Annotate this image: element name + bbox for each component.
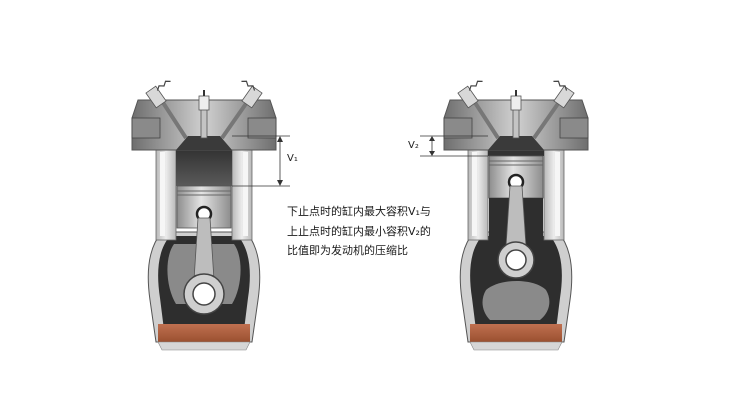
spark-plug bbox=[510, 90, 522, 139]
exhaust-valve bbox=[532, 80, 575, 140]
v2-dimension bbox=[420, 135, 488, 157]
combustion-volume-v2 bbox=[488, 150, 544, 156]
cylinder-wall-left bbox=[155, 147, 177, 241]
oil-sump bbox=[158, 324, 250, 342]
intake-valve bbox=[457, 80, 500, 140]
caption-line-1: 下止点时的缸内最大容积V₁与 bbox=[287, 205, 431, 218]
spark-plug bbox=[198, 90, 210, 139]
intake-valve bbox=[145, 80, 188, 140]
engine-bdc: V₁ bbox=[131, 80, 298, 351]
cylinder-wall-right bbox=[543, 147, 565, 241]
connecting-rod bbox=[193, 217, 215, 281]
v1-label: V₁ bbox=[287, 153, 298, 164]
caption-line-3: 比值即为发动机的压缩比 bbox=[287, 244, 408, 257]
cylinder-wall-right bbox=[231, 147, 253, 241]
connecting-rod bbox=[505, 185, 527, 247]
cylinder-wall-left bbox=[467, 147, 489, 241]
compression-ratio-caption: 下止点时的缸内最大容积V₁与 上止点时的缸内最小容积V₂的 比值即为发动机的压缩… bbox=[287, 202, 431, 261]
combustion-volume-v1 bbox=[176, 150, 232, 186]
v1-dimension bbox=[232, 135, 290, 187]
oil-sump bbox=[470, 324, 562, 342]
v2-label: V₂ bbox=[408, 140, 419, 151]
caption-line-2: 上止点时的缸内最小容积V₂的 bbox=[287, 224, 431, 238]
crankcase-light bbox=[482, 281, 550, 320]
sump-fins bbox=[157, 341, 251, 351]
exhaust-valve bbox=[220, 80, 263, 140]
sump-fins bbox=[469, 341, 563, 351]
engine-tdc: V₂ bbox=[408, 80, 589, 351]
